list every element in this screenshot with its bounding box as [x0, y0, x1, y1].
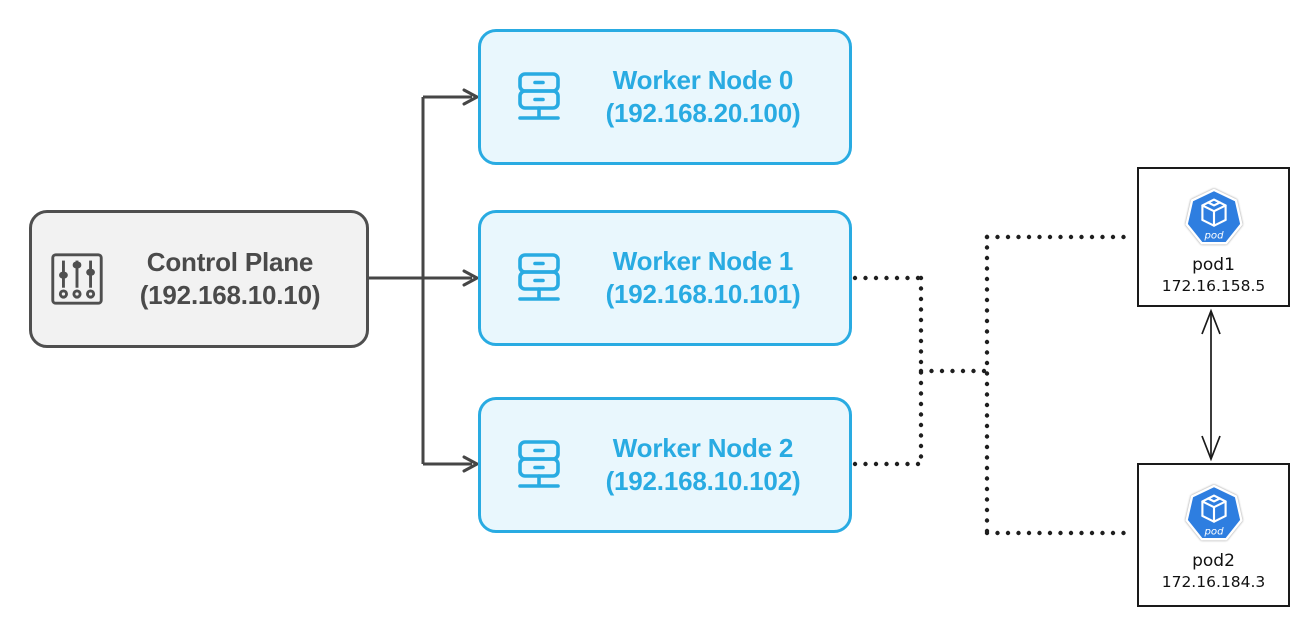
worker-node-0: Worker Node 0 (192.168.20.100) — [478, 29, 852, 165]
worker-node-1-ip: (192.168.10.101) — [605, 279, 801, 309]
arrowhead-worker2 — [462, 455, 479, 473]
edges-workers-to-pods-dotted — [852, 234, 1131, 536]
server-icon — [518, 253, 560, 301]
pod-icon-label: pod — [1203, 526, 1224, 537]
sliders-icon — [51, 253, 103, 305]
server-icon — [518, 440, 560, 488]
worker-node-1-text: Worker Node 1 (192.168.10.101) — [571, 245, 849, 311]
worker-node-0-ip: (192.168.20.100) — [605, 98, 801, 128]
pod1-ip: 172.16.158.5 — [1161, 277, 1266, 295]
edge-pod1-pod2 — [1201, 308, 1221, 462]
pod1-node: pod pod1 172.16.158.5 — [1137, 167, 1290, 307]
pod-arrowhead-up — [1201, 308, 1221, 335]
arrowhead-worker0 — [462, 88, 479, 106]
control-plane-text: Control Plane (192.168.10.10) — [108, 246, 366, 312]
pod1-name: pod1 — [1192, 255, 1235, 275]
pod2-name: pod2 — [1192, 551, 1235, 571]
worker-node-1-label: Worker Node 1 — [612, 246, 794, 276]
worker-node-1: Worker Node 1 (192.168.10.101) — [478, 210, 852, 346]
control-plane-node: Control Plane (192.168.10.10) — [29, 210, 369, 348]
edges-control-to-workers — [369, 88, 479, 473]
kubernetes-pod-icon: pod — [1184, 188, 1243, 245]
worker-node-2-ip: (192.168.10.102) — [605, 466, 801, 496]
control-plane-label: Control Plane — [146, 247, 314, 277]
pod-icon-label: pod — [1203, 230, 1224, 241]
server-icon — [518, 72, 560, 120]
pod2-node: pod pod2 172.16.184.3 — [1137, 463, 1290, 607]
kubernetes-pod-icon: pod — [1184, 484, 1243, 541]
worker-node-0-text: Worker Node 0 (192.168.20.100) — [571, 64, 849, 130]
worker-node-2-label: Worker Node 2 — [612, 433, 794, 463]
worker-node-2-text: Worker Node 2 (192.168.10.102) — [571, 432, 849, 498]
control-plane-ip: (192.168.10.10) — [139, 280, 321, 310]
pod2-ip: 172.16.184.3 — [1161, 573, 1266, 591]
worker-node-2: Worker Node 2 (192.168.10.102) — [478, 397, 852, 533]
arrowhead-worker1 — [462, 269, 479, 287]
worker-node-0-label: Worker Node 0 — [612, 65, 794, 95]
pod-arrowhead-down — [1201, 435, 1221, 462]
